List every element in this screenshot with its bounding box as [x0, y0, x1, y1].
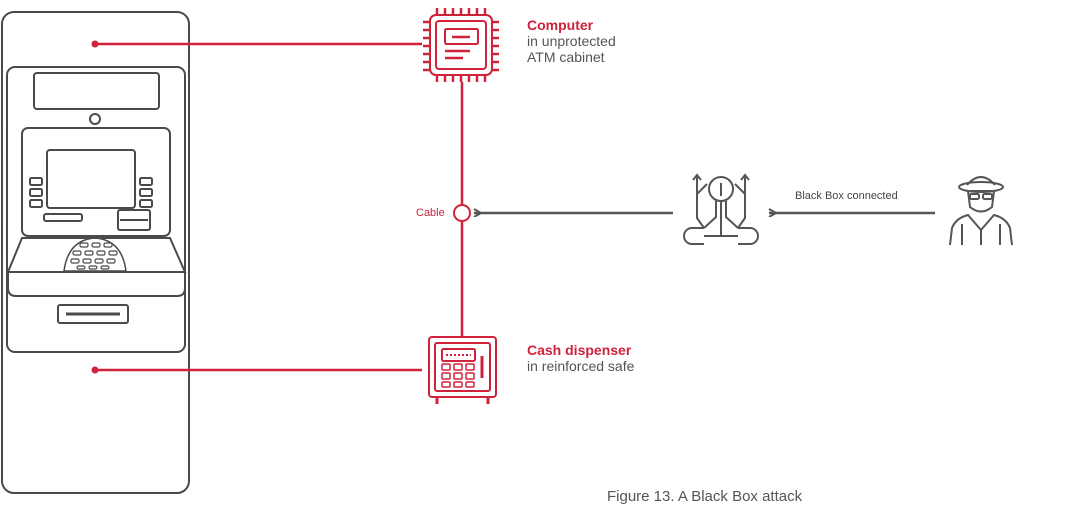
- cash-dispenser-line-1: in reinforced safe: [527, 358, 635, 374]
- computer-title: Computer: [527, 17, 594, 33]
- figure-caption: Figure 13. A Black Box attack: [607, 488, 803, 505]
- atm-machine-icon: [1, 11, 190, 494]
- connector-lines: [91, 40, 464, 374]
- computer-line-1: in unprotected: [527, 33, 616, 49]
- hacker-spy-icon: [949, 176, 1013, 246]
- cash-dispenser-title: Cash dispenser: [527, 342, 632, 358]
- cable-junction: [453, 204, 471, 222]
- black-box-device-icon: [683, 173, 759, 245]
- computer-line-2: ATM cabinet: [527, 49, 605, 65]
- cable-label: Cable: [416, 207, 445, 219]
- cpu-chip-icon: [423, 8, 499, 82]
- safe-icon: [428, 336, 497, 404]
- computer-label: Computer in unprotected ATM cabinet: [527, 17, 616, 65]
- black-box-connected-label: Black Box connected: [795, 190, 898, 202]
- cash-dispenser-label: Cash dispenser in reinforced safe: [527, 342, 634, 374]
